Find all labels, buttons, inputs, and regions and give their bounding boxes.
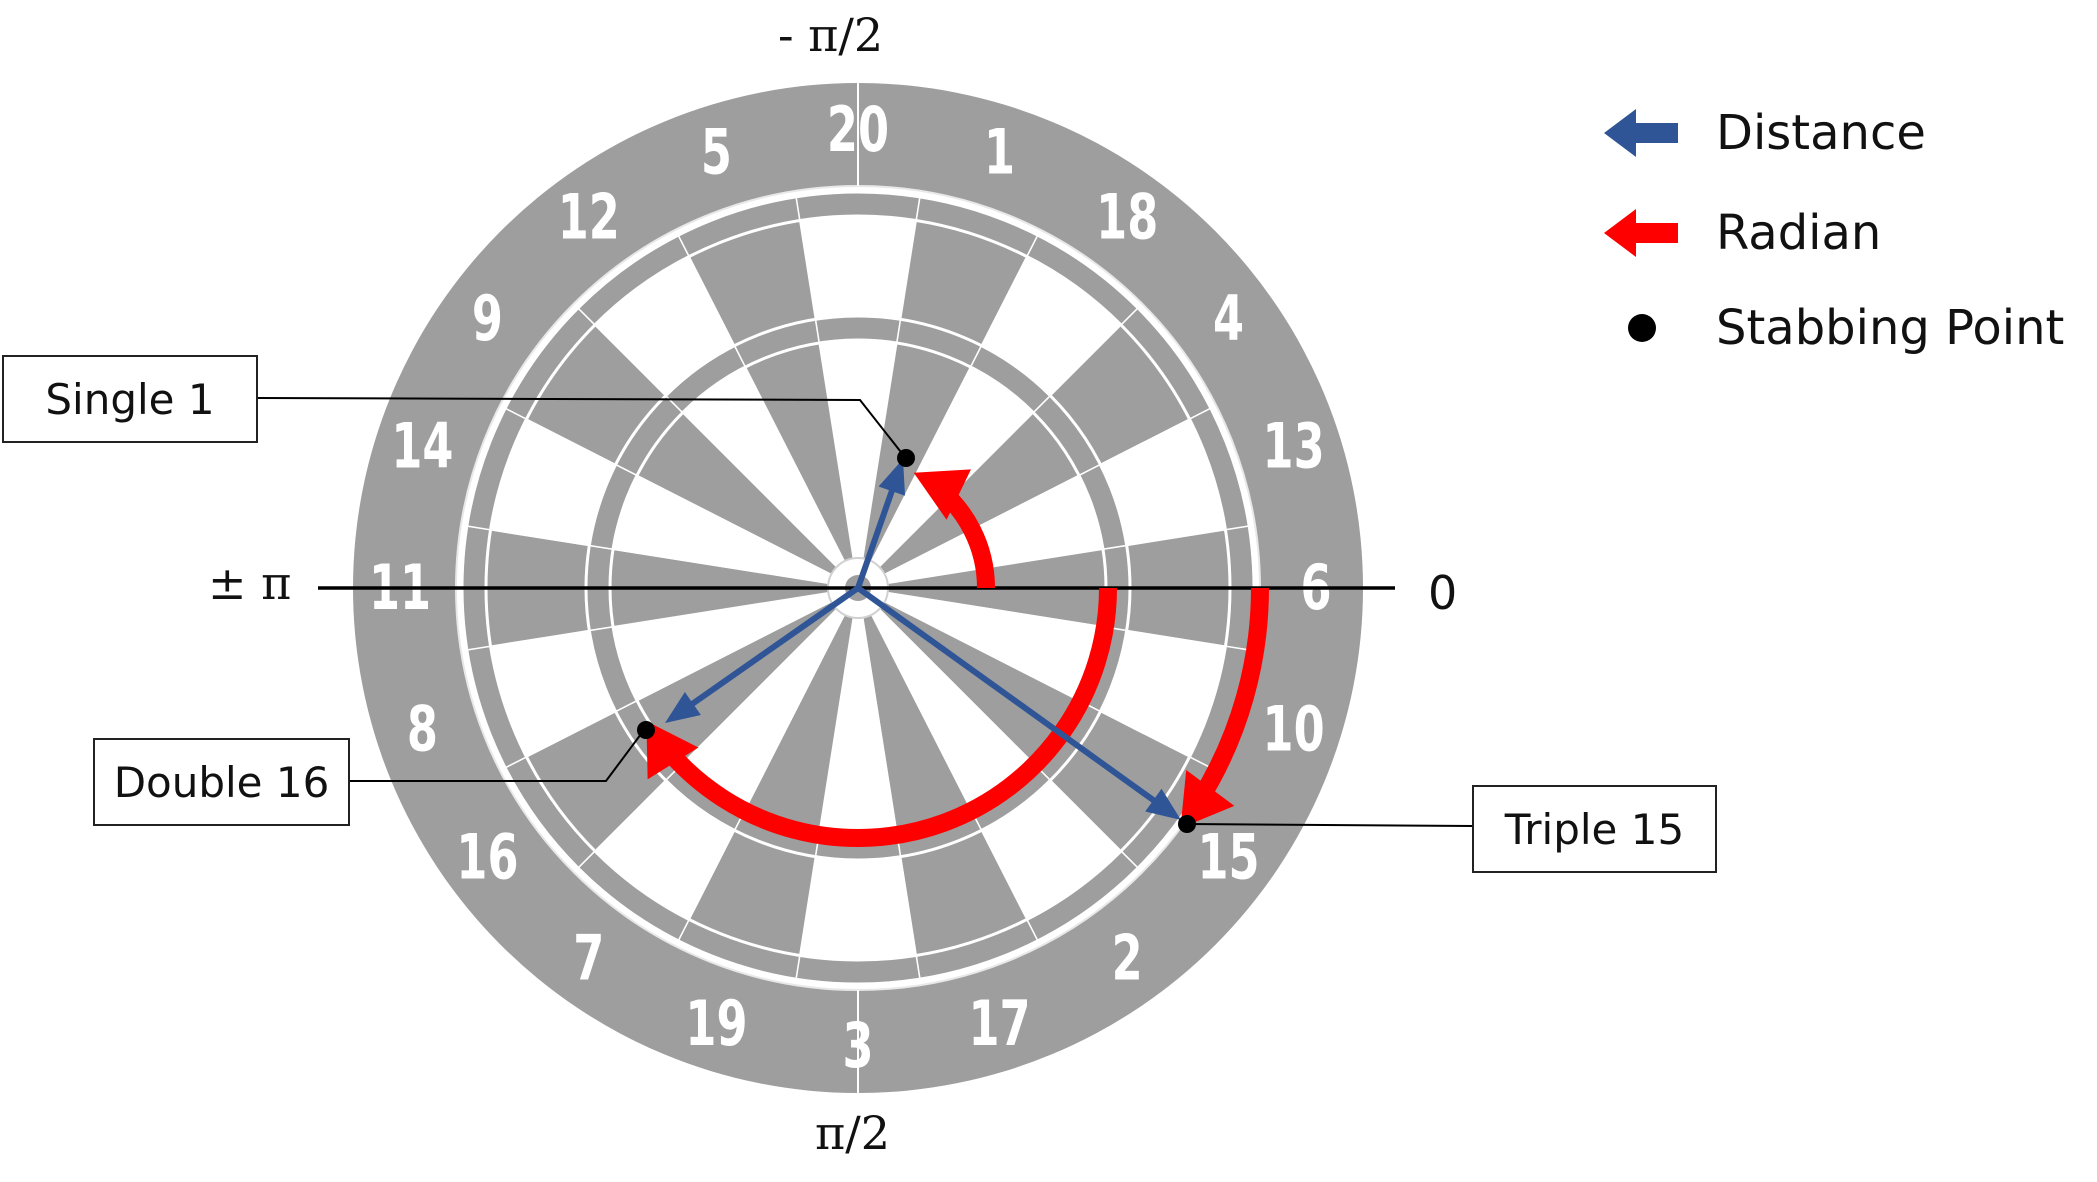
sector-3-outer-single bbox=[798, 855, 918, 961]
sector-number-13: 13 bbox=[1263, 410, 1325, 482]
blue-arrow-icon bbox=[1604, 109, 1678, 157]
distance-arrow-single-head bbox=[878, 459, 906, 496]
axis-label-left: ± π bbox=[208, 556, 292, 610]
red-arrow-icon bbox=[1604, 209, 1678, 257]
stabbing-point-single bbox=[897, 449, 915, 467]
leader-line-double bbox=[350, 729, 645, 782]
axis-label-top: - π/2 bbox=[778, 8, 884, 62]
distance-arrow-double bbox=[687, 585, 860, 709]
leader-line-triple bbox=[1187, 823, 1473, 827]
sector-number-2: 2 bbox=[1112, 922, 1143, 994]
radian-arc-triple bbox=[1193, 587, 1269, 803]
sector-number-5: 5 bbox=[701, 116, 732, 188]
dot-icon bbox=[1628, 314, 1656, 342]
legend-stabbing-point: Stabbing Point bbox=[1602, 298, 2064, 358]
dartboard bbox=[353, 83, 1363, 1093]
sector-number-7: 7 bbox=[573, 922, 604, 994]
sector-number-4: 4 bbox=[1213, 283, 1244, 355]
sector-number-18: 18 bbox=[1096, 181, 1158, 253]
sector-number-20: 20 bbox=[827, 94, 889, 166]
stabbing-point-double bbox=[637, 721, 655, 739]
sector-number-10: 10 bbox=[1263, 693, 1325, 765]
radian-arrowhead-double bbox=[646, 721, 699, 780]
sector-number-9: 9 bbox=[472, 283, 503, 355]
legend-radian-label: Radian bbox=[1716, 205, 1882, 261]
sector-number-1: 1 bbox=[984, 116, 1015, 188]
legend-distance: Distance bbox=[1602, 103, 1926, 163]
axis-label-bottom: π/2 bbox=[815, 1106, 890, 1160]
sector-20-outer-single bbox=[798, 215, 918, 321]
sector-number-3: 3 bbox=[842, 1010, 873, 1082]
callout-double: Double 16 bbox=[93, 738, 350, 826]
legend-stabbing-point-label: Stabbing Point bbox=[1716, 300, 2065, 356]
callout-triple: Triple 15 bbox=[1472, 785, 1717, 873]
radian-arrowhead-single bbox=[913, 469, 971, 520]
overlay bbox=[257, 397, 1473, 847]
sector-number-14: 14 bbox=[391, 410, 453, 482]
sector-number-17: 17 bbox=[968, 987, 1030, 1059]
sector-number-15: 15 bbox=[1197, 821, 1259, 893]
sector-number-12: 12 bbox=[558, 181, 620, 253]
distance-arrow-single bbox=[855, 486, 896, 589]
legend-distance-label: Distance bbox=[1716, 105, 1926, 161]
radian-arrowhead-triple bbox=[1180, 770, 1235, 829]
distance-arrow-triple bbox=[856, 585, 1159, 805]
distance-arrow-double-head bbox=[665, 692, 701, 723]
sector-number-8: 8 bbox=[407, 693, 438, 765]
stabbing-point-triple bbox=[1178, 815, 1196, 833]
axis-label-right: 0 bbox=[1428, 566, 1458, 620]
leader-line-single bbox=[257, 397, 905, 457]
distance-arrow-triple-head bbox=[1145, 788, 1181, 820]
sector-number-16: 16 bbox=[456, 821, 518, 893]
legend-radian: Radian bbox=[1602, 203, 1881, 263]
sector-number-19: 19 bbox=[685, 987, 747, 1059]
radian-arc-double bbox=[660, 587, 1117, 847]
callout-single: Single 1 bbox=[2, 355, 258, 443]
